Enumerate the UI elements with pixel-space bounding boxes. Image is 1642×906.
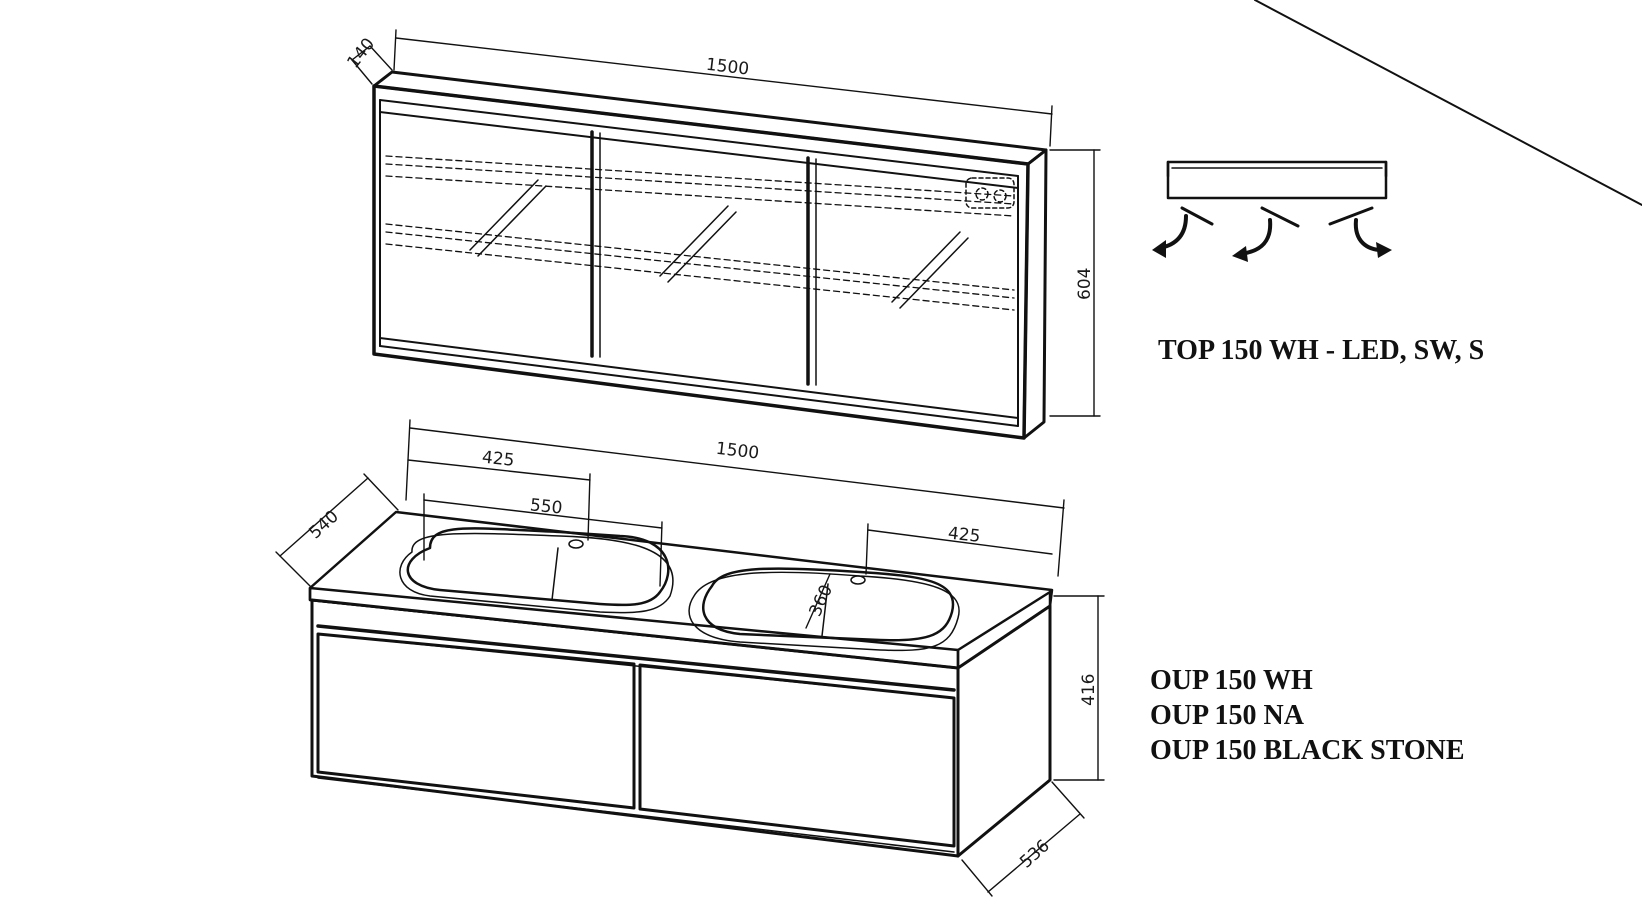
- mirror-height-dim: 604: [1075, 268, 1095, 300]
- mirror-dimension-lines: [351, 29, 1101, 417]
- corner-diagonal-line: [1254, 0, 1642, 206]
- basin-width-dim: 550: [529, 495, 563, 518]
- vanity-height-dim: 416: [1079, 674, 1099, 706]
- vanity-width-dim: 1500: [715, 439, 760, 464]
- vanity-offset-right-dim: 425: [947, 524, 981, 547]
- light-direction-icon: [1152, 160, 1392, 262]
- vanity-drawing: [308, 510, 1054, 858]
- vanity-model-label-2: OUP 150 NA: [1150, 700, 1304, 731]
- basin-depth-dim: 360: [806, 582, 837, 620]
- mirror-depth-dim: 140: [343, 34, 379, 72]
- vanity-model-label-1: OUP 150 WH: [1150, 665, 1313, 696]
- mirror-model-label: TOP 150 WH - LED, SW, S: [1158, 335, 1485, 366]
- mirror-cabinet-drawing: [372, 70, 1048, 440]
- vanity-model-label-3: OUP 150 BLACK STONE: [1150, 735, 1465, 766]
- vanity-depth-top-dim: 540: [305, 507, 342, 544]
- vanity-dimension-lines: [275, 419, 1105, 897]
- mirror-width-dim: 1500: [705, 55, 750, 80]
- vanity-offset-left-dim: 425: [481, 448, 515, 471]
